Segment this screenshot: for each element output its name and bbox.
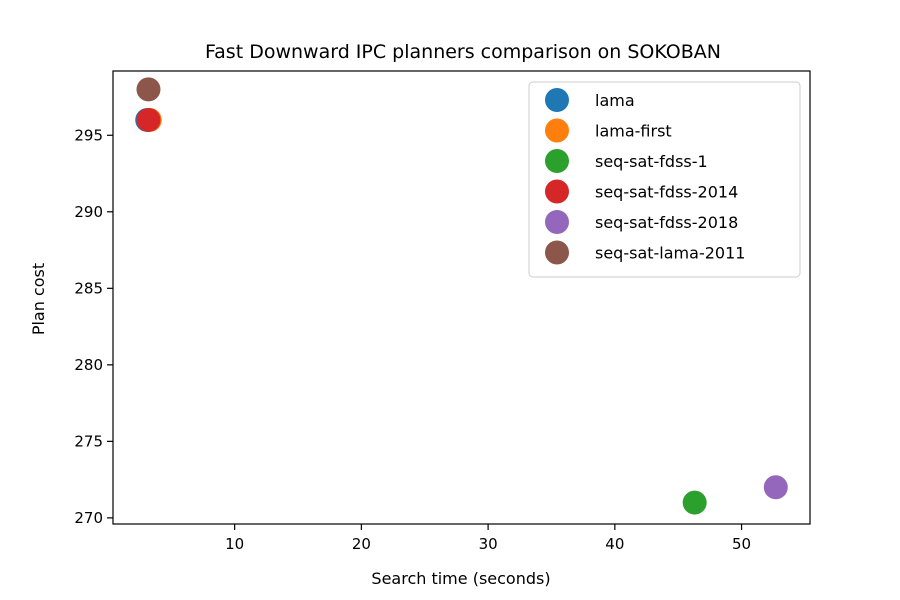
data-point-seq-sat-fdss-2018 — [763, 475, 788, 500]
plot-frame — [112, 70, 811, 525]
y-axis-label: Plan cost — [29, 263, 48, 335]
data-point-seq-sat-fdss-1 — [682, 490, 707, 515]
y-tick-label: 290 — [74, 203, 103, 221]
legend-label: seq-sat-lama-2011 — [595, 244, 745, 263]
legend-frame — [528, 81, 801, 278]
axis-ticks: 10 20 30 40 50 270 275 280 285 290 295 — [74, 126, 751, 553]
legend-marker — [545, 210, 569, 234]
x-tick-label: 50 — [732, 535, 751, 553]
legend: lama lama-first seq-sat-fdss-1 seq-sat-fdss… — [528, 81, 801, 278]
y-tick-label: 270 — [74, 509, 103, 527]
x-tick-label: 20 — [352, 535, 371, 553]
x-axis-label: Search time (seconds) — [371, 569, 550, 588]
data-point-seq-sat-fdss-2014 — [136, 107, 161, 132]
legend-marker — [545, 240, 569, 265]
x-tick-label: 40 — [605, 535, 624, 553]
y-tick-label: 295 — [74, 126, 103, 144]
legend-marker — [545, 179, 569, 204]
chart-title: Fast Downward IPC planners comparison on… — [205, 41, 721, 63]
legend-label: seq-sat-fdss-2018 — [595, 213, 738, 232]
data-point-seq-sat-lama-2011 — [136, 77, 161, 102]
legend-label: lama — [595, 91, 635, 110]
x-tick-label: 10 — [225, 535, 244, 553]
y-tick-label: 275 — [74, 432, 103, 450]
y-tick-label: 285 — [74, 279, 103, 297]
legend-label: lama-first — [595, 122, 672, 141]
x-tick-label: 30 — [479, 535, 498, 553]
legend-marker — [545, 118, 569, 143]
y-tick-label: 280 — [74, 356, 103, 374]
legend-marker — [545, 88, 569, 112]
legend-label: seq-sat-fdss-1 — [595, 152, 708, 171]
data-points — [135, 77, 788, 515]
legend-label: seq-sat-fdss-2014 — [595, 183, 738, 202]
legend-marker — [545, 149, 569, 173]
